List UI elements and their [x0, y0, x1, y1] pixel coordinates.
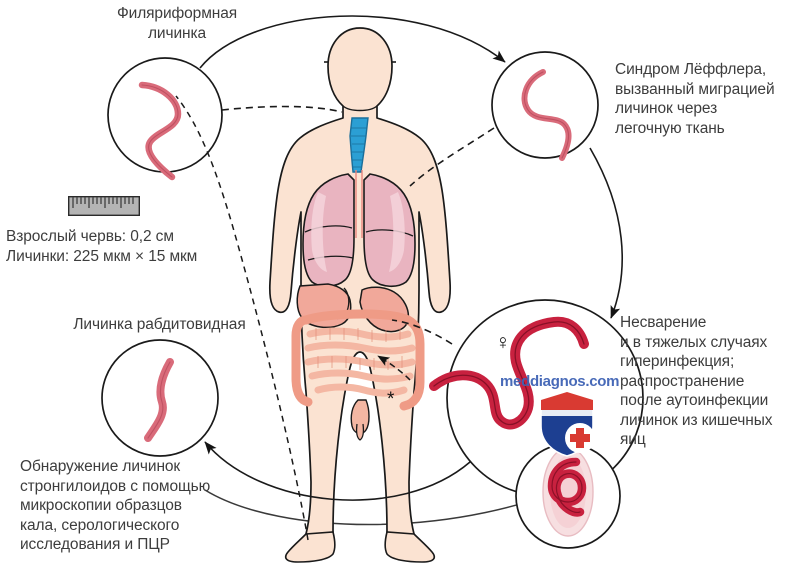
rhabditiform-larva-circle — [101, 339, 219, 457]
leader-loeffler-to-lungs — [409, 127, 495, 187]
label-detection-methods: Обнаружение личинок стронгилоидов с помо… — [20, 458, 211, 553]
trachea-icon — [349, 117, 369, 173]
arrow-into-intestine — [377, 355, 411, 381]
lungs-icon — [302, 173, 416, 288]
arrow-lungs-to-intestine — [589, 147, 623, 319]
label-rhabditiform-larva: Личинка рабдитовидная — [73, 316, 246, 333]
arrow-filariform-to-lungs — [199, 15, 506, 69]
label-filariform-larva: Филяриформная личинка — [116, 5, 238, 42]
loeffler-larva-circle — [491, 51, 599, 161]
label-indigestion-hyperinfection: Несварение и в тяжелых случаях гиперинфе… — [620, 314, 773, 448]
label-loeffler-syndrome: Синдром Лёффлера, вызванный миграцией ли… — [615, 61, 775, 137]
filariform-larva-circle — [107, 57, 223, 181]
arrow-intestine-to-rhabditiform — [204, 441, 471, 501]
small-intestine-icon — [304, 327, 416, 397]
leader-filariform-to-neck — [221, 105, 343, 113]
female-sex-symbol: ♀ — [495, 331, 511, 354]
ruler-icon — [68, 196, 140, 216]
label-size-information: Взрослый червь: 0,2 см Личинки: 225 мкм … — [6, 228, 198, 265]
leader-worm-to-intestine — [391, 319, 453, 345]
asterisk-marker: * — [387, 389, 395, 410]
medical-shield-icon — [540, 391, 595, 457]
egg-circle — [515, 443, 621, 549]
watermark-text: meddiagnos.com — [500, 373, 620, 390]
